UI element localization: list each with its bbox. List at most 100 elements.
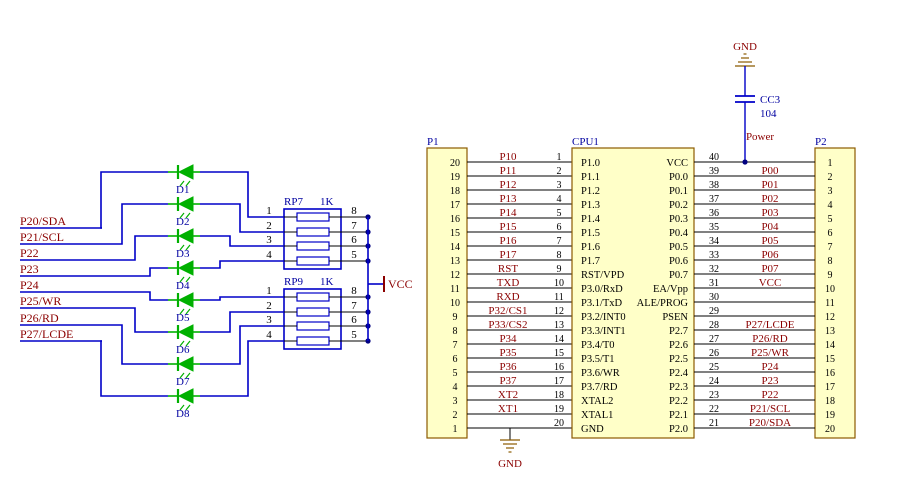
p1-pin-number: 18 [450,186,460,197]
p2-net-label: P01 [761,179,778,191]
cpu-pin-name: P0.2 [669,200,688,211]
cpu-pin-number: 16 [554,362,564,373]
cpu-pin-name: P1.6 [581,242,600,253]
p2-pin-number: 19 [825,410,835,421]
led-designator: D8 [176,408,190,420]
p2-net-label: P26/RD [752,333,788,345]
cpu-pin-number: 28 [709,320,719,331]
cpu-pin-name: P3.7/RD [581,382,618,393]
p2-pin-number: 17 [825,382,835,393]
cpu-pin-name: P2.1 [669,410,688,421]
p2-pin-number: 8 [828,256,833,267]
p1-net-label: P33/CS2 [488,319,527,331]
connector-p2: P212P003P014P025P036P047P058P069P0710VCC… [694,136,856,439]
p1-net-label: P14 [499,207,517,219]
led-diode-icon [177,388,194,404]
p1-net-label: P36 [499,361,517,373]
p1-pin-number: 10 [450,298,460,309]
led-diode-icon [177,196,194,212]
cpu-pin-number: 18 [554,390,564,401]
cpu-pin-number: 23 [709,390,719,401]
led-d2 [168,196,200,219]
p1-pin-number: 13 [450,256,460,267]
led-emission-arrow [185,340,191,347]
p2-net-label: P20/SDA [749,417,791,429]
resistor-element [296,292,330,302]
p2-net-label: P23 [761,375,779,387]
cap-value: 104 [760,108,777,120]
cpu-pin-name: P0.3 [669,214,688,225]
led-feed-wire [102,203,168,245]
p2-net-label: P21/SCL [750,403,791,415]
cpu-pin-name: P2.6 [669,340,688,351]
p2-pin-number: 15 [825,354,835,365]
cpu-pin-name: XTAL1 [581,410,613,421]
cpu-pin-name: P3.3/INT1 [581,326,626,337]
p2-net-label: P07 [761,263,779,275]
pin-number: 2 [266,220,272,232]
led-d8 [168,388,200,411]
power-label: Power [746,131,774,143]
led-designator: D1 [176,184,189,196]
connector-p1: P120P1019P1118P1217P1316P1415P1514P1613P… [426,136,572,470]
p2-net-label: P02 [761,193,778,205]
p1-pin-number: 11 [450,284,460,295]
led-emission-arrow [179,308,185,315]
p2-pin-number: 5 [828,214,833,225]
p1-net-label: RST [498,263,518,275]
p1-pin-number: 7 [453,340,458,351]
cpu-pin-name: P1.2 [581,186,600,197]
pin-number: 2 [266,300,272,312]
gnd-top-icon [735,53,755,67]
led-emission-arrow [179,212,185,219]
net-label-p23: P23 [20,262,39,276]
led-designator: D7 [176,376,190,388]
p2-net-label: P27/LCDE [746,319,795,331]
led-emission-arrow [179,180,185,187]
cpu-pin-number: 1 [557,152,562,163]
led-d5 [168,292,200,315]
led-emission-arrow [185,244,191,251]
p1-pin-number: 4 [453,382,458,393]
p1-net-label: P10 [499,151,517,163]
p2-net-label: P06 [761,249,779,261]
led-to-pack-wire [200,340,284,397]
cpu-pin-number: 35 [709,222,719,233]
cpu-designator: CPU1 [572,136,599,148]
net-label-p20-sda: P20/SDA [20,214,66,228]
led-designator: D6 [176,344,190,356]
p2-pin-number: 13 [825,326,835,337]
led-d3 [168,228,200,251]
resistor-element [296,241,330,251]
pin-number: 6 [351,234,357,246]
cpu-pin-name: P2.0 [669,424,688,435]
led-emission-arrow [185,276,191,283]
led-emission-arrow [185,372,191,379]
cpu-pin-name: XTAL2 [581,396,613,407]
p1-body [426,147,468,439]
p1-pin-number: 9 [453,312,458,323]
p1-pin-number: 8 [453,326,458,337]
p1-pin-number: 15 [450,228,460,239]
cpu-pin-name: GND [581,424,604,435]
cpu-pin-number: 38 [709,180,719,191]
cpu-pin-name: P2.3 [669,382,688,393]
p2-pin-number: 18 [825,396,835,407]
p1-net-label: P34 [499,333,517,345]
cpu-pin-number: 34 [709,236,719,247]
cpu-pin-number: 5 [557,208,562,219]
p2-net-label: P24 [761,361,779,373]
led-diode-icon [177,228,194,244]
p1-net-label: XT2 [498,389,518,401]
net-label-p21-scl: P21/SCL [20,230,64,244]
led-emission-arrow [179,404,185,411]
cpu-pin-number: 29 [709,306,719,317]
led-emission-arrow [179,244,185,251]
p1-net-label: TXD [497,277,520,289]
cpu-pin-number: 25 [709,362,719,373]
led-designator: D4 [176,280,190,292]
p1-pin-number: 14 [450,242,460,253]
